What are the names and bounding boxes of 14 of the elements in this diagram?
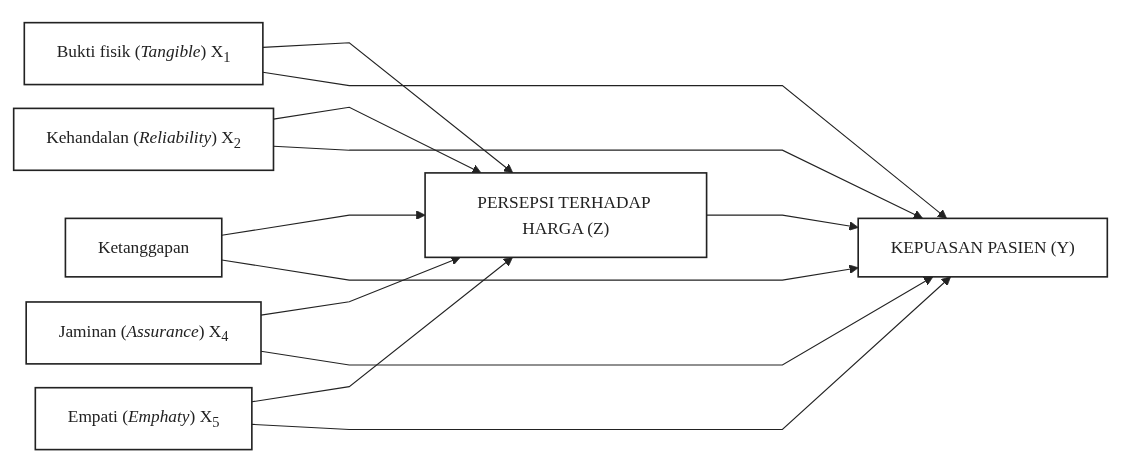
arrow (706, 214, 859, 231)
node-box: Empati (Emphaty) X$_{5}$ (34, 386, 253, 451)
node-box: Ketanggapan (64, 217, 223, 278)
node-box: KEPUASAN PASIEN (Y) (857, 217, 1109, 278)
arrow (262, 42, 514, 174)
node-box: Bukti fisik (Tangible) X$_{1}$ (23, 21, 264, 86)
node-box: PERSEPSI TERHADAP HARGA (Z) (424, 171, 708, 259)
arrow (251, 256, 513, 403)
arrow (251, 276, 951, 430)
arrow (221, 259, 859, 281)
node-box: Kehandalan (Reliability) X$_{2}$ (12, 107, 275, 171)
arrow (262, 71, 947, 219)
arrow (221, 210, 426, 236)
node-box: Jaminan (Assurance) X$_{4}$ (25, 301, 262, 365)
